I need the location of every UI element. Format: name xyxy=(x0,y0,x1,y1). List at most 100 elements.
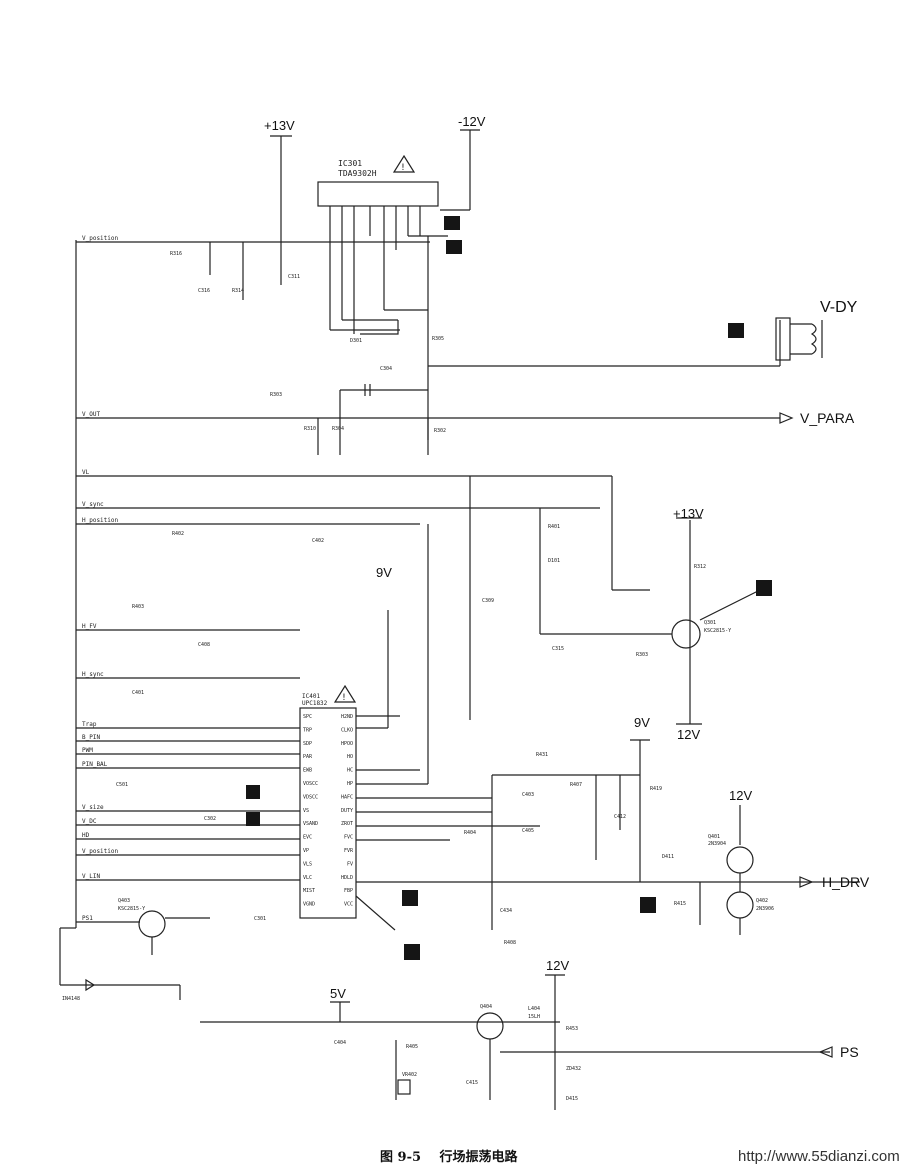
sig-v-dc: V_DC xyxy=(82,818,97,825)
h-output-stage xyxy=(469,476,761,725)
ic401-pin-right-hp: HP xyxy=(347,781,353,787)
ic401-pin-labels-left: SPCTRPSDPPAREWBVOSCCVDSCCVSVSANDEVCVPVLS… xyxy=(303,714,318,908)
ref-c434: C434 xyxy=(500,908,512,914)
ref-r310: R310 xyxy=(304,426,316,432)
sig-vl: VL xyxy=(82,469,90,476)
ref-q401-part: 2N3904 xyxy=(708,841,726,847)
ic401-pin-left-par: PAR xyxy=(303,754,313,760)
ref-c405: C405 xyxy=(522,828,534,834)
ps1-transistor xyxy=(138,910,210,955)
ic401-pin-right-fvr: FVR xyxy=(344,848,354,854)
ref-zd432: ZD432 xyxy=(566,1066,581,1072)
ic401-pin-right-fvc: FVC xyxy=(344,835,353,841)
sig-pwm: PWM xyxy=(82,747,93,754)
label-hdrv: H_DRV xyxy=(822,874,870,890)
ref-c315: C315 xyxy=(552,646,564,652)
ic401-right-network xyxy=(491,739,650,930)
figure-number: 图 9-5 xyxy=(380,1150,422,1165)
label-vdy: V-DY xyxy=(820,299,858,316)
ref-q301: Q301 xyxy=(704,620,716,626)
ic401-pin-left-voscc: VOSCC xyxy=(303,781,318,787)
sig-b-pin: B_PIN xyxy=(82,734,100,741)
ref-r408: R408 xyxy=(504,940,516,946)
ps-section xyxy=(85,974,830,1110)
ref-q301-part: KSC2815-Y xyxy=(704,628,731,634)
rail-n12v-top: -12V xyxy=(458,114,486,129)
ic301-block: ! xyxy=(317,154,448,330)
ref-r419: R419 xyxy=(650,786,662,792)
ref-vr402: VR402 xyxy=(402,1072,417,1078)
ref-r305: R305 xyxy=(432,336,444,342)
ic401-pin-right-zrot: ZROT xyxy=(341,821,353,827)
ic401-pin-right-ho: HO xyxy=(347,754,353,760)
sig-h-position: H_position xyxy=(82,517,119,524)
ref-r312: R312 xyxy=(694,564,706,570)
ref-c403: C403 xyxy=(522,792,534,798)
ref-c412: C412 xyxy=(614,814,626,820)
ic401-pin-left-trp: TRP xyxy=(303,727,312,733)
ic401-ref: IC401 xyxy=(302,693,320,700)
ic301-part: TDA9302H xyxy=(338,169,377,178)
rail-12v-right: 12V xyxy=(677,727,700,742)
sig-v-lin: V_LIN xyxy=(82,873,100,880)
watermark-url: http://www.55dianzi.com xyxy=(738,1148,900,1165)
ref-r415: R415 xyxy=(674,901,686,907)
ref-r403: R403 xyxy=(132,604,144,610)
ref-r453: R453 xyxy=(566,1026,578,1032)
ic401-pin-right-hc: HC xyxy=(347,768,353,774)
ref-q402: Q402 xyxy=(756,898,768,904)
test-points xyxy=(246,216,772,960)
left-bus xyxy=(59,240,110,986)
ic401-pin-right-vcc: VCC xyxy=(344,902,353,908)
ic401-pin-left-ewb: EWB xyxy=(303,768,312,774)
ref-c304: C304 xyxy=(380,366,392,372)
label-vpara: V_PARA xyxy=(800,410,855,426)
label-ps: PS xyxy=(840,1044,859,1060)
ref-q403-part: KSC2815-Y xyxy=(118,906,145,912)
sig-v-position-2: V_position xyxy=(82,848,119,855)
vdy-coil xyxy=(775,317,823,361)
ic401-pin-right-fv: FV xyxy=(347,861,353,867)
ref-d101: D101 xyxy=(548,558,560,564)
ref-r302: R302 xyxy=(434,428,446,434)
ref-q403: Q403 xyxy=(118,898,130,904)
ic401-pin-right-clko: CLKO xyxy=(341,727,353,733)
sig-pin-bal: PIN_BAL xyxy=(82,761,108,768)
ref-r404: R404 xyxy=(464,830,476,836)
ic401-block: ! xyxy=(299,524,860,931)
rail-12v-ps: 12V xyxy=(546,958,569,973)
ref-l404: L404 xyxy=(528,1006,540,1012)
output-arrows xyxy=(779,412,833,1058)
rail-9v-right: 9V xyxy=(634,715,650,730)
ref-q401: Q401 xyxy=(708,834,720,840)
ic401-pin-left-vsand: VSAND xyxy=(303,821,318,827)
ref-d301: D301 xyxy=(350,338,362,344)
rail-9v-mid: 9V xyxy=(376,565,392,580)
ref-c302: C302 xyxy=(204,816,216,822)
ref-r303: R303 xyxy=(270,392,282,398)
sig-trap: Trap xyxy=(82,721,97,728)
hdrv-output xyxy=(699,805,754,935)
top-rails xyxy=(270,129,480,285)
ref-r314: R314 xyxy=(232,288,244,294)
ref-d411-b: IN4148 xyxy=(62,996,80,1002)
ref-r407: R407 xyxy=(570,782,582,788)
ref-r402: R402 xyxy=(172,531,184,537)
ref-r316: R316 xyxy=(170,251,182,257)
ref-c408: C408 xyxy=(198,642,210,648)
ic401-pin-left-mist: MIST xyxy=(303,888,315,894)
ref-q402-part: 2N3906 xyxy=(756,906,774,912)
rail-5v: 5V xyxy=(330,986,346,1001)
ref-r405: R405 xyxy=(406,1044,418,1050)
sig-v-out: V_OUT xyxy=(82,411,100,418)
ic401-pin-left-vp: VP xyxy=(303,848,309,854)
ref-c401: C401 xyxy=(132,690,144,696)
ic401-pin-left-vdscc: VDSCC xyxy=(303,794,318,800)
svg-text:!: ! xyxy=(400,163,405,173)
rail-13v-right: +13V xyxy=(673,506,704,521)
ref-c309: C309 xyxy=(482,598,494,604)
sig-h-sync: H_sync xyxy=(82,671,104,678)
ref-d411: D411 xyxy=(662,854,674,860)
ref-r304: R304 xyxy=(332,426,344,432)
